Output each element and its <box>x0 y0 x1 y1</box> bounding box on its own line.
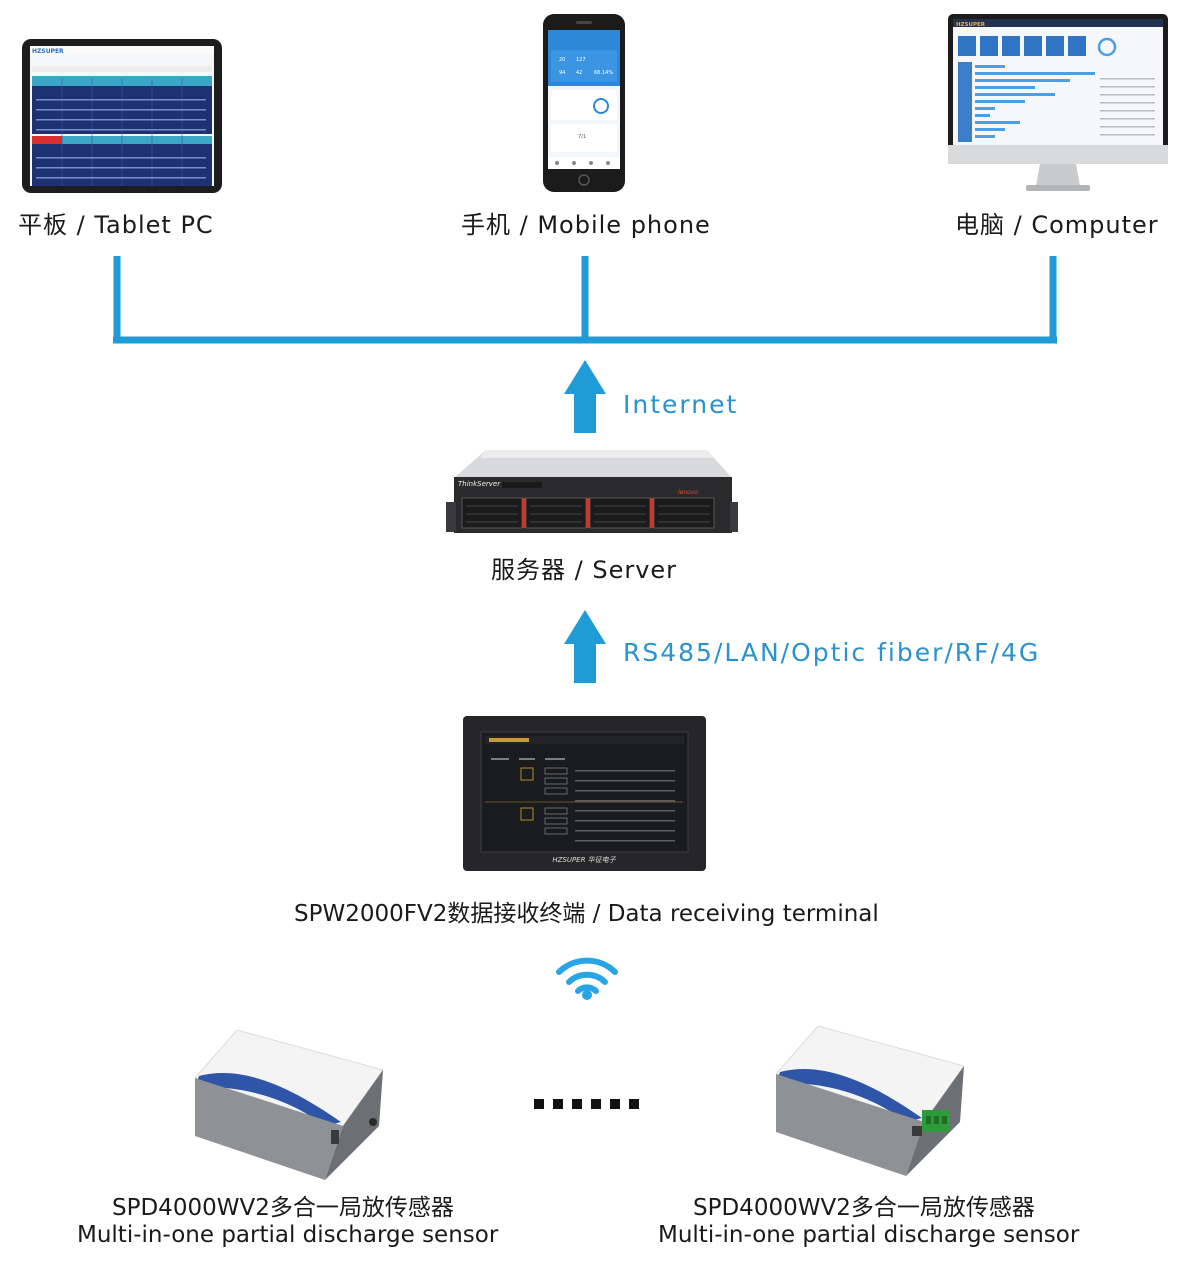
terminal-caption: SPW2000FV2数据接收终端 / Data receiving termin… <box>294 901 879 927</box>
phone-image: 20 127 94 42 68.14% 7/1 <box>543 14 625 192</box>
svg-text:HZSUPER 华征电子: HZSUPER 华征电子 <box>552 856 616 864</box>
tablet-image: HZSUPER <box>22 39 222 193</box>
svg-text:94: 94 <box>559 70 565 76</box>
svg-text:7/1: 7/1 <box>578 134 586 140</box>
ellipsis-dots <box>534 1099 639 1109</box>
sensor-image-2 <box>776 1026 964 1176</box>
terminal-image: HZSUPER 华征电子 <box>463 716 706 871</box>
svg-text:42: 42 <box>576 70 582 76</box>
svg-text:lenovo: lenovo <box>678 489 698 496</box>
sensor-image-1 <box>195 1030 383 1180</box>
svg-text:127: 127 <box>576 57 586 63</box>
server-label: 服务器 / Server <box>491 556 678 584</box>
computer-label: 电脑 / Computer <box>955 211 1159 239</box>
phone-label: 手机 / Mobile phone <box>461 211 711 239</box>
svg-text:HZSUPER: HZSUPER <box>32 48 64 55</box>
server-image: ThinkServer lenovo <box>446 450 738 533</box>
internet-link-label: Internet <box>623 390 739 419</box>
sensor-2-line1: SPD4000WV2多合一局放传感器 <box>693 1195 1035 1221</box>
fieldbus-link-label: RS485/LAN/Optic fiber/RF/4G <box>623 638 1041 667</box>
sensor-2-line2: Multi-in-one partial discharge sensor <box>658 1222 1080 1248</box>
sensor-1-line1: SPD4000WV2多合一局放传感器 <box>112 1195 454 1221</box>
tablet-label: 平板 / Tablet PC <box>18 211 214 239</box>
svg-text:20: 20 <box>559 57 565 63</box>
svg-text:ThinkServer: ThinkServer <box>458 480 501 488</box>
sensor-1-line2: Multi-in-one partial discharge sensor <box>77 1222 499 1248</box>
computer-image: HZSUPER <box>948 14 1168 191</box>
wifi-icon <box>556 957 618 994</box>
fieldbus-arrow <box>564 610 606 683</box>
svg-text:HZSUPER: HZSUPER <box>956 22 986 28</box>
svg-text:68.14%: 68.14% <box>594 70 613 76</box>
internet-arrow <box>564 360 606 433</box>
